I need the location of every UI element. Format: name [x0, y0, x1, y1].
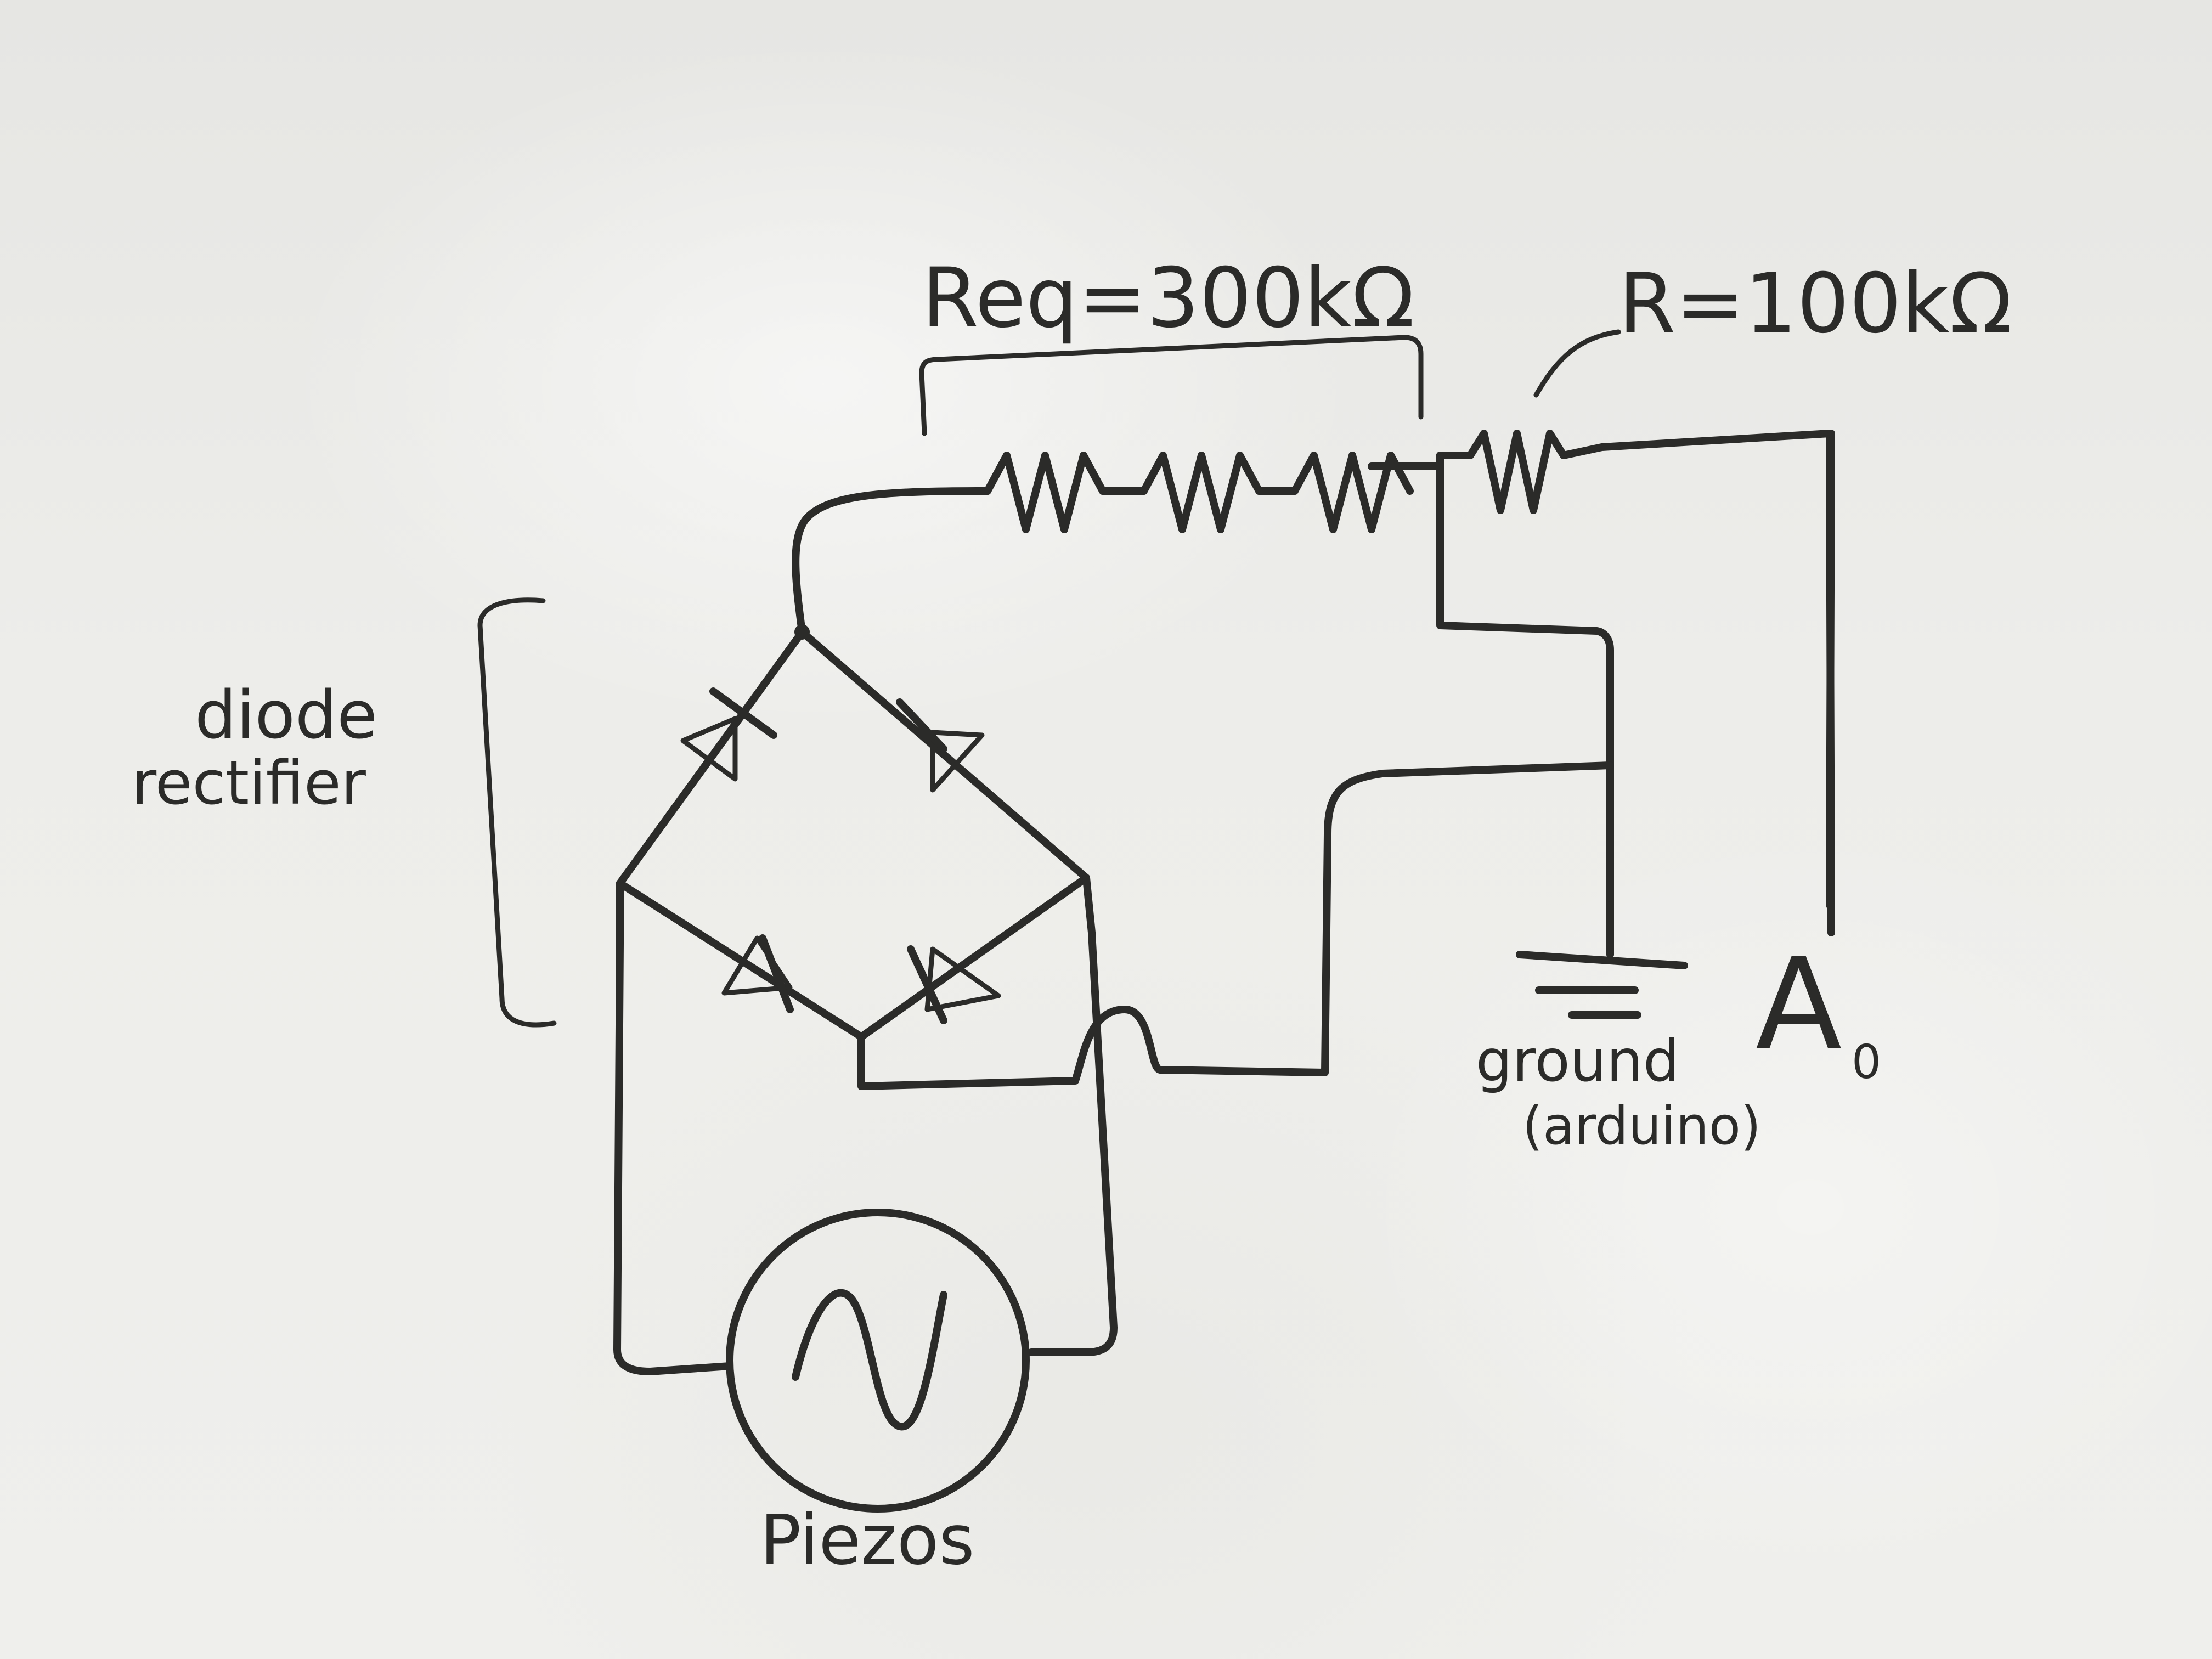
- diode-top-right-icon: [896, 698, 985, 793]
- wire-right-to-source: [1028, 874, 1118, 1356]
- wire-junction-to-ground: [1436, 452, 1614, 909]
- wire-top-left: [792, 487, 991, 636]
- output-subscript: 0: [1852, 1035, 1881, 1090]
- bridge-edge-bottom-left: [616, 879, 865, 1041]
- bridge-edge-top-left: [616, 628, 806, 887]
- wire-to-output: [1826, 430, 1835, 909]
- r-label: R=100kΩ: [1618, 256, 2012, 352]
- wire-bridge-bottom: [857, 1006, 1164, 1090]
- output-label: A: [1756, 932, 1842, 1078]
- wire-bridge-to-ground: [1156, 761, 1614, 1076]
- bridge-edge-bottom-right: [857, 874, 1090, 1041]
- r-leader: [1533, 329, 1621, 398]
- rectifier-label-line1: diode: [195, 678, 377, 754]
- wire-left-to-source: [613, 879, 733, 1375]
- ground-label-line1: ground: [1476, 1028, 1680, 1094]
- resistor-req-icon: [984, 452, 1414, 533]
- ground-label-line2: (arduino): [1522, 1096, 1761, 1156]
- diode-bottom-right-icon: [907, 945, 1001, 1024]
- diode-top-left-icon: [680, 687, 777, 782]
- resistor-r-icon: [1436, 430, 1835, 936]
- ac-source-icon: [726, 1209, 1030, 1513]
- ground-icon: [1516, 901, 1688, 1019]
- rectifier-label-line2: rectifier: [132, 748, 366, 818]
- req-bracket: [919, 335, 1424, 436]
- bridge-edge-top-right: [798, 628, 1090, 882]
- source-label: Piezos: [760, 1500, 974, 1580]
- req-label: Req=300kΩ: [922, 251, 1414, 346]
- diode-bottom-left-icon: [721, 934, 794, 1013]
- rectifier-bracket: [477, 597, 557, 1028]
